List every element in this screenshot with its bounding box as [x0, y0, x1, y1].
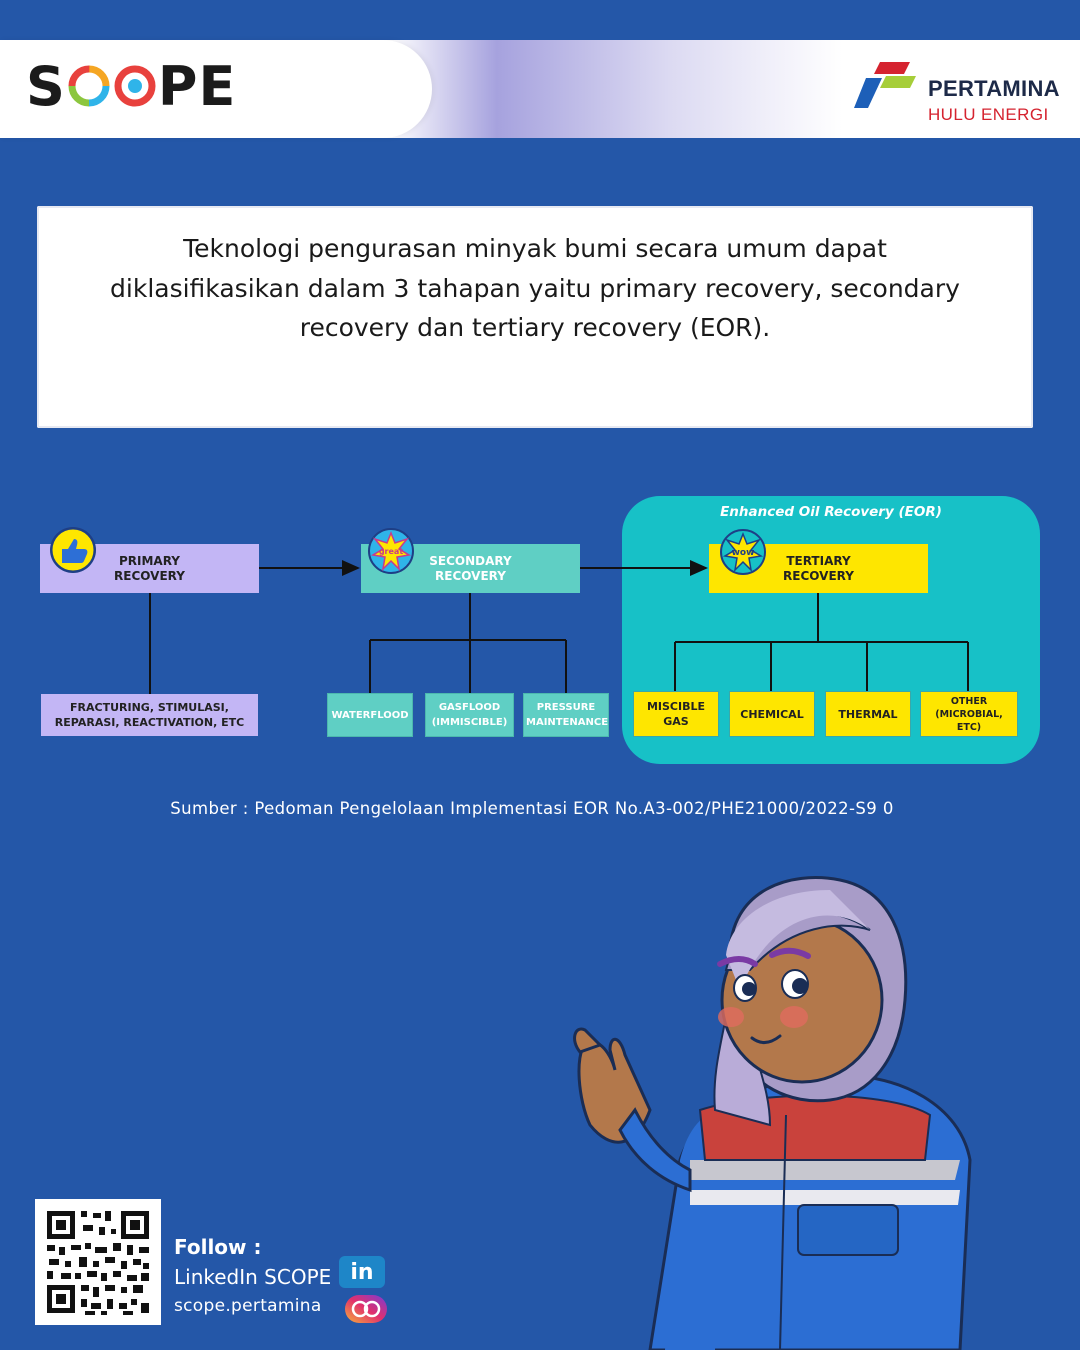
tertiary-child-label: CHEMICAL	[740, 707, 804, 721]
connector-secondary-tree	[369, 593, 567, 693]
secondary-child-label: WATERFLOOD	[331, 709, 409, 721]
tertiary-child-node: THERMAL	[825, 691, 911, 737]
pertamina-logo-icon	[854, 62, 916, 108]
secondary-child-label: PRESSURE MAINTENANCE	[526, 702, 609, 728]
instagram-icon[interactable]	[343, 1293, 389, 1325]
primary-child-label: FRACTURING, STIMULASI, REPARASI, REACTIV…	[54, 701, 245, 729]
instagram-handle[interactable]: scope.pertamina	[174, 1296, 322, 1316]
intro-text: Teknologi pengurasan minyak bumi secara …	[110, 234, 960, 342]
tertiary-child-label: THERMAL	[838, 707, 898, 721]
wow-badge-text: wow	[732, 548, 755, 558]
intro-card	[37, 206, 1033, 428]
follow-label: Follow :	[174, 1235, 262, 1259]
secondary-child-node: WATERFLOOD	[327, 693, 413, 737]
pertamina-name: PERTAMINA	[928, 76, 1060, 101]
pertamina-subtitle: HULU ENERGI	[928, 105, 1049, 124]
tertiary-child-label: MISCIBLE GAS	[646, 700, 706, 728]
tertiary-child-node: CHEMICAL	[729, 691, 815, 737]
thumbs-up-icon	[50, 527, 96, 573]
scope-logo[interactable]: S PE	[26, 54, 237, 118]
tertiary-child-node: MISCIBLE GAS	[633, 691, 719, 737]
great-badge-text: great	[379, 547, 403, 556]
eor-group-label: Enhanced Oil Recovery (EOR)	[720, 504, 942, 520]
qr-code[interactable]	[35, 1199, 161, 1325]
qr-code-icon	[47, 1211, 149, 1315]
secondary-child-label: GASFLOOD (IMMISCIBLE)	[431, 702, 508, 728]
scope-logo-s: S	[26, 54, 66, 118]
linkedin-icon[interactable]: in	[339, 1256, 385, 1288]
secondary-child-node: GASFLOOD (IMMISCIBLE)	[425, 693, 514, 737]
scope-eye-icon	[114, 65, 156, 107]
scope-logo-pe: PE	[157, 54, 237, 118]
character-illustration	[573, 876, 972, 1350]
primary-child-node: FRACTURING, STIMULASI, REPARASI, REACTIV…	[41, 694, 258, 736]
connector-tertiary-tree	[674, 593, 969, 691]
tertiary-recovery-label: TERTIARY RECOVERY	[783, 553, 854, 583]
wow-badge-icon: wow	[720, 529, 766, 575]
secondary-child-node: PRESSURE MAINTENANCE	[523, 693, 609, 737]
linkedin-handle[interactable]: LinkedIn SCOPE	[174, 1265, 332, 1289]
tertiary-child-label: OTHER (MICROBIAL, ETC)	[935, 695, 1003, 733]
tertiary-child-node: OTHER (MICROBIAL, ETC)	[920, 691, 1018, 737]
secondary-recovery-label: SECONDARY RECOVERY	[429, 553, 512, 583]
source-citation: Sumber : Pedoman Pengelolaan Implementas…	[170, 799, 894, 818]
great-badge-icon: great	[368, 528, 414, 574]
primary-recovery-label: PRIMARY RECOVERY	[114, 553, 185, 583]
scope-rings-icon	[68, 65, 110, 107]
